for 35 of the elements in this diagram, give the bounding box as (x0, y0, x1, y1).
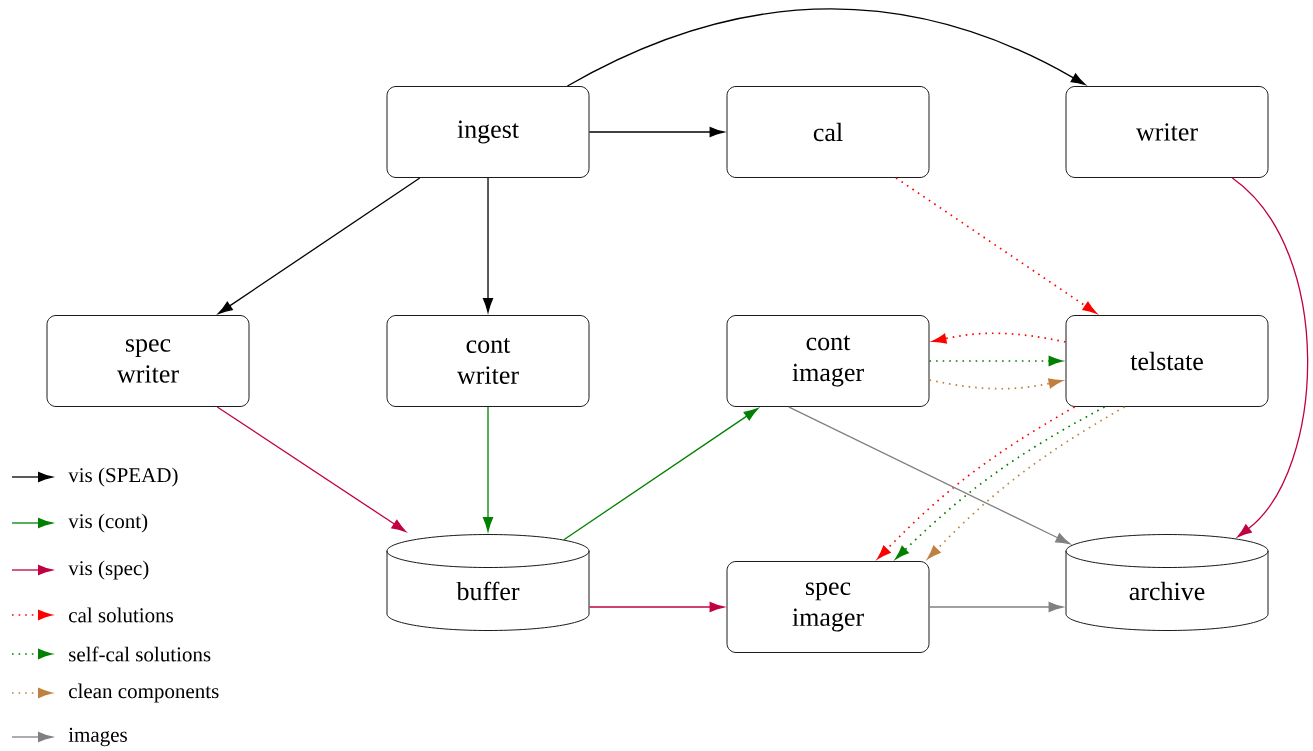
process-box: cont imager (726, 315, 930, 407)
arrow (1231, 177, 1309, 538)
arrow (895, 177, 1097, 314)
storage-cylinder: archive (1065, 534, 1269, 631)
arrow (932, 332, 1067, 344)
process-box: cal (726, 86, 930, 178)
legend-label: vis (spec) (68, 560, 149, 580)
legend-label: cal solutions (69, 607, 174, 623)
process-box: writer (1065, 86, 1269, 178)
process-box: spec imager (726, 561, 930, 653)
legend-label: vis (cont) (68, 513, 148, 533)
legend-label: self-cal solutions (69, 646, 211, 662)
arrow (482, 177, 494, 313)
arrow (563, 408, 759, 541)
arrow (566, 8, 1086, 87)
arrow (877, 406, 1076, 559)
arrow (928, 356, 1063, 366)
arrow (928, 601, 1064, 613)
arrow (787, 406, 1071, 545)
process-box: cont writer (386, 315, 590, 407)
arrow (588, 126, 725, 138)
legend-label: vis (SPEAD) (68, 467, 178, 487)
storage-cylinder: buffer (386, 534, 590, 631)
arrow (216, 406, 407, 532)
arrow (895, 406, 1106, 560)
process-box: spec writer (46, 315, 250, 407)
arrow (927, 406, 1126, 559)
process-box: ingest (386, 86, 590, 178)
process-box: telstate (1065, 315, 1269, 407)
arrow (588, 601, 725, 613)
arrow (218, 177, 421, 314)
legend-label: clean components (69, 683, 219, 703)
arrow (928, 378, 1063, 390)
legend-label: images (68, 727, 127, 747)
arrow (482, 406, 494, 532)
